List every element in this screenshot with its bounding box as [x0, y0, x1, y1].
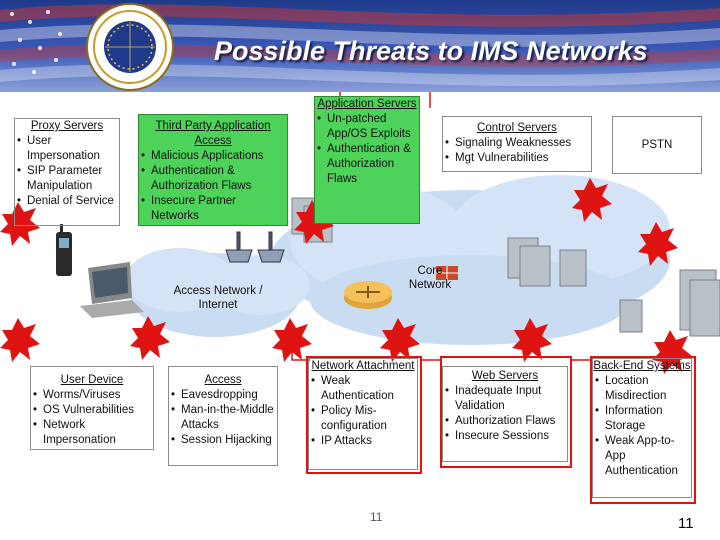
list-item: Information Storage [593, 404, 691, 434]
ncs-seal-logo [86, 3, 174, 91]
list-item: Location Misdirection [593, 374, 691, 404]
pstn-label: PSTN [641, 138, 673, 151]
slide-title: Possible Threats to IMS Networks [214, 36, 648, 66]
access-heading: Access [204, 374, 242, 386]
list-item: Worms/Viruses [31, 388, 153, 403]
third-party-access-box: Third Party Application Access Malicious… [138, 114, 288, 226]
network-attachment-outline [306, 356, 422, 474]
user-device-box: User Device Worms/Viruses OS Vulnerabili… [30, 366, 154, 450]
web-servers-box: Web Servers Inadequate Input Validation … [442, 366, 568, 462]
laptop-icon [80, 262, 144, 318]
back-end-systems-box: Back-End Systems Location Misdirection I… [592, 358, 692, 498]
control-servers-list: Signaling Weaknesses Mgt Vulnerabilities [443, 136, 591, 166]
router-icon [344, 281, 392, 309]
list-item: OS Vulnerabilities [31, 403, 153, 418]
list-item: Signaling Weaknesses [443, 136, 591, 151]
list-item: Malicious Applications [139, 149, 287, 164]
firewall-icon [436, 266, 458, 280]
list-item: SIP Parameter Manipulation [15, 164, 119, 194]
network-attachment-list: Weak Authentication Policy Mis-configura… [309, 374, 417, 449]
list-item: User Impersonation [15, 134, 119, 164]
web-servers-heading: Web Servers [471, 370, 539, 382]
user-device-heading: User Device [60, 374, 124, 386]
back-end-outline [590, 356, 696, 504]
network-attachment-heading: Network Attachment [311, 360, 415, 372]
back-end-list: Location Misdirection Information Storag… [593, 374, 691, 479]
web-servers-list: Inadequate Input Validation Authorizatio… [443, 384, 567, 444]
user-device-list: Worms/Viruses OS Vulnerabilities Network… [31, 388, 153, 448]
list-item: Un-patched App/OS Exploits [315, 112, 419, 142]
access-network-label: Access Network / Internet [173, 285, 263, 311]
access-network-cloud [125, 248, 310, 337]
network-attachment-box: Network Attachment Weak Authentication P… [308, 358, 418, 470]
list-item: Inadequate Input Validation [443, 384, 567, 414]
list-item: Insecure Partner Networks [139, 194, 287, 224]
proxy-servers-heading: Proxy Servers [30, 120, 104, 132]
list-item: Insecure Sessions [443, 429, 567, 444]
header-banner: Possible Threats to IMS Networks [0, 0, 720, 92]
list-item: IP Attacks [309, 434, 417, 449]
antenna-icon [225, 231, 285, 263]
page-number: 11 [678, 515, 694, 532]
control-servers-heading: Control Servers [477, 122, 557, 134]
third-party-heading: Third Party Application Access [155, 120, 271, 147]
app-servers-list: Un-patched App/OS Exploits Authenticatio… [315, 112, 419, 187]
app-servers-heading: Application Servers [317, 98, 417, 110]
proxy-servers-list: User Impersonation SIP Parameter Manipul… [15, 134, 119, 209]
list-item: Weak Authentication [309, 374, 417, 404]
flag-stripes [0, 4, 720, 87]
control-servers-box: Control Servers Signaling Weaknesses Mgt… [442, 116, 592, 172]
list-item: Authentication & Authorization Flaws [315, 142, 419, 187]
proxy-servers-box: Proxy Servers User Impersonation SIP Par… [14, 118, 120, 226]
list-item: Authentication & Authorization Flaws [139, 164, 287, 194]
application-servers-box: Application Servers Un-patched App/OS Ex… [314, 96, 420, 224]
core-network-label: Core Network [408, 265, 452, 291]
list-item: Weak App-to-App Authentication [593, 434, 691, 479]
list-item: Session Hijacking [169, 433, 277, 448]
list-item: Mgt Vulnerabilities [443, 151, 591, 166]
list-item: Authorization Flaws [443, 414, 567, 429]
list-item: Denial of Service [15, 194, 119, 209]
list-item: Eavesdropping [169, 388, 277, 403]
back-end-heading: Back-End Systems [593, 360, 691, 372]
web-servers-outline [440, 356, 572, 468]
access-list: Eavesdropping Man-in-the-Middle Attacks … [169, 388, 277, 448]
list-item: Network Impersonation [31, 418, 153, 448]
list-item: Man-in-the-Middle Attacks [169, 403, 277, 433]
list-item: Policy Mis-configuration [309, 404, 417, 434]
third-party-list: Malicious Applications Authentication & … [139, 149, 287, 224]
page-number-small: 11 [370, 510, 383, 524]
phone-icon [56, 224, 72, 276]
access-box: Access Eavesdropping Man-in-the-Middle A… [168, 366, 278, 466]
pstn-box: PSTN [612, 116, 702, 174]
